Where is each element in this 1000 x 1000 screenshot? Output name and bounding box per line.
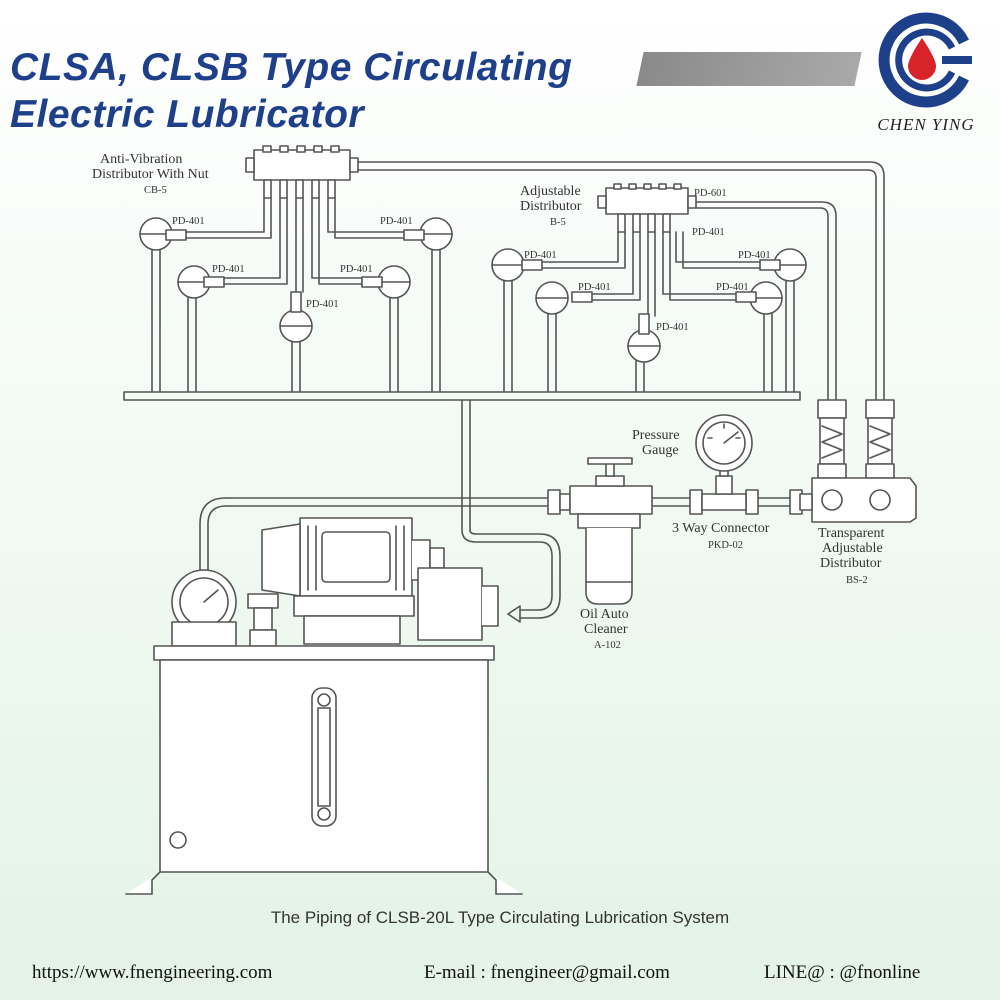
label-cb5: CB-5	[144, 185, 167, 196]
line-contact[interactable]: LINE@ : @fnonline	[764, 962, 921, 983]
diagram-caption: The Piping of CLSB-20L Type Circulating …	[270, 908, 730, 927]
label-pd401: PD-401	[340, 264, 373, 275]
label-pkd02: PKD-02	[708, 540, 744, 551]
title-line-2: Electric Lubricator	[10, 93, 365, 136]
label-pd401: PD-401	[716, 282, 749, 293]
label-pd401: PD-401	[692, 227, 725, 238]
oil-auto-cleaner	[569, 457, 653, 605]
label-adjustable: Adjustable	[520, 184, 581, 199]
label-3-way-connector: 3 Way Connector	[672, 521, 770, 536]
label-pd601: PD-601	[694, 188, 727, 199]
label-anti-vibration: Anti-Vibration	[100, 152, 183, 167]
label-pd401: PD-401	[656, 322, 689, 333]
label-pd401: PD-401	[212, 264, 245, 275]
label-b5: B-5	[550, 217, 566, 228]
label-pd401: PD-401	[524, 250, 557, 261]
bs2-distributor	[811, 399, 917, 523]
pump-gauge	[171, 569, 237, 647]
label-adjustable-bs: Adjustable	[822, 541, 883, 556]
label-pd401: PD-401	[380, 216, 413, 227]
title-line-1: CLSA, CLSB Type Circulating	[10, 46, 573, 89]
chen-ying-logo-icon	[878, 12, 972, 108]
logo-text: CHEN YING	[877, 115, 975, 134]
label-distributor-with-nut: Distributor With Nut	[92, 167, 209, 182]
label-transparent: Transparent	[818, 526, 885, 541]
label-pd401: PD-401	[172, 216, 205, 227]
label-gauge: Gauge	[642, 443, 679, 458]
label-pd401: PD-401	[578, 282, 611, 293]
label-distributor: Distributor	[520, 199, 582, 214]
label-pd401: PD-401	[738, 250, 771, 261]
pressure-gauge	[695, 414, 753, 511]
motor-pump	[247, 517, 499, 647]
label-distributor-bs: Distributor	[820, 556, 882, 571]
oil-tank	[125, 645, 523, 895]
label-bs2: BS-2	[846, 575, 868, 586]
label-pd401: PD-401	[306, 299, 339, 310]
label-oil-auto: Oil Auto	[580, 607, 629, 622]
label-pressure: Pressure	[632, 428, 680, 443]
label-a102: A-102	[594, 640, 621, 651]
label-cleaner: Cleaner	[584, 622, 628, 637]
cb5-distributor	[245, 145, 359, 199]
website-link[interactable]: https://www.fnengineering.com	[32, 962, 273, 983]
b5-distributor	[597, 183, 697, 233]
email-contact[interactable]: E-mail : fnengineer@gmail.com	[424, 962, 670, 983]
